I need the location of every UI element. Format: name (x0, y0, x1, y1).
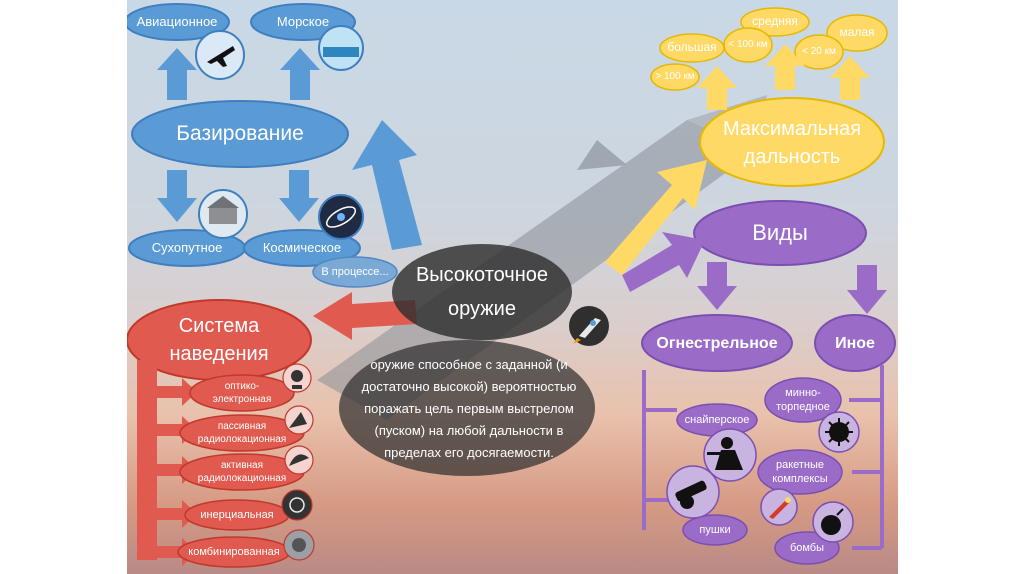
rocket-icon (569, 306, 609, 346)
slide: Авиационное Морское Базирование Сухопутн… (127, 0, 898, 574)
types-sniper-label: снайперское (677, 412, 757, 428)
guidance-title-line2: наведения (132, 341, 306, 367)
types-group (622, 201, 895, 564)
building-icon (199, 190, 247, 238)
range-medium-label: средняя (741, 14, 809, 30)
arrow-down-firearm (697, 262, 737, 310)
guidance-inertial-label: инерциальная (185, 507, 289, 523)
arrow-up-naval (280, 48, 320, 100)
guidance-active-line2: радиолокационная (180, 473, 304, 485)
guidance-combined-label: комбинированная (178, 544, 290, 560)
guidance-optical-line1: оптико- (190, 381, 294, 393)
types-firearm-label: Огнестрельное (642, 333, 792, 355)
arrow-up-aviation (157, 48, 197, 100)
guidance-optical-line2: электронная (190, 394, 294, 406)
range-title-node (700, 98, 884, 186)
center-title-line1: Высокоточное (402, 262, 562, 288)
cannon-icon (667, 466, 719, 518)
range-title-line1: Максимальная (705, 116, 879, 142)
center-title-line2: оружие (402, 296, 562, 322)
range-small-value-label: < 20 км (795, 44, 843, 60)
range-medium-value-label: < 100 км (724, 37, 772, 53)
sea-icon (319, 26, 363, 70)
arrow-up-large (697, 66, 737, 110)
definition-line-1: оружие способное с заданной (и (349, 356, 589, 374)
basing-space-label: Космическое (244, 238, 360, 258)
types-missile-line1: ракетные (758, 459, 842, 472)
range-title-line2: дальность (705, 144, 879, 170)
basing-ground-label: Сухопутное (129, 238, 245, 258)
other-bracket (849, 365, 882, 548)
guidance-active-line1: активная (180, 460, 304, 472)
definition-line-4: (пуском) на любой дальности в (349, 422, 589, 440)
types-mine-line2: торпедное (765, 401, 841, 414)
types-title-label: Виды (694, 219, 866, 247)
guidance-passive-line1: пассивная (180, 421, 304, 433)
missile-icon (761, 489, 797, 525)
types-missile-line2: комплексы (758, 473, 842, 486)
range-large-label: большая (660, 40, 724, 56)
types-missile-node (758, 450, 842, 494)
orbit-icon (319, 195, 363, 239)
types-cannons-label: пушки (683, 522, 747, 538)
airplane-icon (196, 31, 244, 79)
mine-icon (819, 412, 859, 452)
definition-line-2: достаточно высокой) вероятностью (349, 378, 589, 396)
center-title-bubble (392, 244, 572, 340)
basing-naval-label: Морское (253, 12, 353, 32)
definition-line-5: пределах его досягаемости. (349, 444, 589, 462)
range-small-label: малая (827, 25, 887, 41)
basing-title-label: Базирование (132, 120, 348, 148)
definition-line-3: поражать цель первым выстрелом (349, 400, 589, 418)
bomb-icon (813, 502, 853, 542)
guidance-title-line1: Система (132, 313, 306, 339)
arrow-down-other (847, 265, 887, 314)
basing-aviation-label: Авиационное (127, 12, 227, 32)
arrow-down-ground (157, 170, 197, 222)
types-mine-line1: минно- (765, 387, 841, 400)
arrow-down-space (279, 170, 319, 222)
arrow-center-to-basing (352, 120, 422, 250)
guidance-passive-line2: радиолокационная (180, 434, 304, 446)
types-bombs-label: бомбы (775, 540, 839, 556)
basing-in-process-label: В процессе... (313, 264, 397, 280)
range-large-value-label: > 100 км (651, 69, 699, 85)
types-other-label: Иное (815, 333, 895, 355)
